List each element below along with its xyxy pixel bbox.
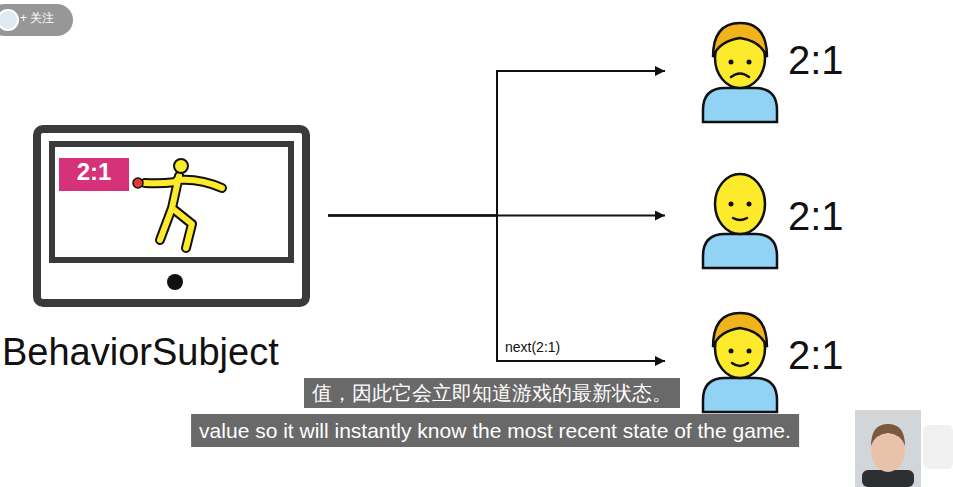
follow-pill-part <box>0 4 73 36</box>
viewer-sad-part <box>731 74 749 78</box>
presenter-video-part <box>871 424 905 446</box>
viewer-new-part <box>729 349 734 354</box>
viewer-new-part <box>732 363 748 366</box>
scoreboard <box>59 158 129 191</box>
viewer-neutral-part <box>715 174 765 234</box>
viewer-neutral-part <box>747 202 752 207</box>
presenter-video-part <box>855 410 921 487</box>
handball-player <box>133 159 222 248</box>
subtitle-english: value so it will instantly know the most… <box>191 414 799 447</box>
score-text: 2:1 <box>59 159 129 185</box>
tv-monitor <box>37 129 306 303</box>
follow-button-text: + 关注 <box>20 11 54 25</box>
broadcast-arrow <box>328 216 665 362</box>
viewer-neutral <box>703 174 777 268</box>
presenter-video <box>855 410 953 487</box>
subtitle-chinese: 值，因此它会立即知道游戏的最新状态。 <box>304 378 680 408</box>
presenter-video-part <box>862 470 914 487</box>
follow-pill <box>0 4 73 36</box>
edge-label: next(2:1) <box>503 339 562 356</box>
tv-monitor-part <box>37 129 306 303</box>
score-text: 2:1 <box>788 194 844 238</box>
viewer-sad-part <box>729 60 734 65</box>
tv-monitor-part <box>52 144 291 260</box>
viewer-neutral-part <box>703 234 777 268</box>
handball-player-part <box>174 159 188 173</box>
viewer-new-part <box>713 313 767 347</box>
viewer-sad-part <box>703 88 777 122</box>
viewer-sad-part <box>713 23 767 57</box>
scoreboard-part <box>59 158 129 191</box>
score-text: 2:1 <box>788 38 844 82</box>
presenter-video-part <box>923 425 953 469</box>
broadcast-arrow <box>328 71 665 216</box>
score-text: 2:1 <box>788 333 844 377</box>
viewer-new <box>703 313 777 412</box>
subscriber: 2:1 <box>693 165 848 266</box>
subscriber: 2:1 <box>693 310 848 412</box>
viewer-sad-part <box>747 60 752 65</box>
viewer-new-part <box>747 349 752 354</box>
handball-player-part <box>133 178 143 188</box>
tv-monitor-part <box>167 274 183 290</box>
viewer-new-part <box>703 378 777 412</box>
viewer-sad <box>703 23 777 122</box>
viewer-neutral-part <box>729 202 734 207</box>
subscriber: 2:1 <box>693 20 848 122</box>
subject-name: BehaviorSubject <box>2 332 279 374</box>
follow-pill-part <box>0 10 18 30</box>
handball-player-part <box>145 176 222 248</box>
handball-player-part <box>145 176 222 248</box>
subject-tv: 2:1BehaviorSubject <box>37 128 306 303</box>
viewer-neutral-part <box>733 218 747 220</box>
